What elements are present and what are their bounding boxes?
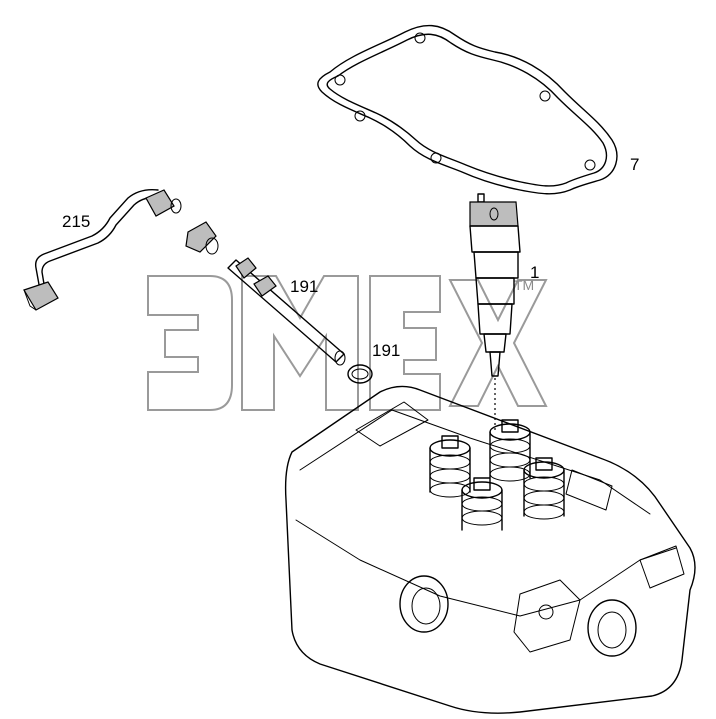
callout-gasket-label: 7 — [630, 155, 640, 174]
injector-sleeve — [227, 257, 346, 366]
valve-spring-right — [523, 457, 565, 520]
valve-spring-front — [461, 477, 503, 531]
intake-port — [399, 575, 449, 633]
o-ring — [347, 364, 373, 384]
exhaust-port — [587, 599, 637, 657]
callout-injector-label: 1 — [530, 263, 540, 282]
fuel-injector — [469, 193, 521, 432]
cylinder-head — [284, 385, 696, 714]
pipe-fitting-nut — [185, 221, 219, 255]
watermark-logo — [147, 275, 548, 411]
valve-spring-center — [489, 419, 531, 482]
callout-pipe-label: 215 — [62, 212, 91, 231]
injection-pipe — [23, 188, 182, 311]
valve-spring-left — [429, 435, 471, 498]
valve-cover-gasket — [317, 24, 618, 195]
callout-oring-label: 191 — [372, 341, 401, 360]
trademark-mark: TM — [514, 277, 534, 293]
callout-sleeve-label: 191 — [290, 277, 319, 296]
